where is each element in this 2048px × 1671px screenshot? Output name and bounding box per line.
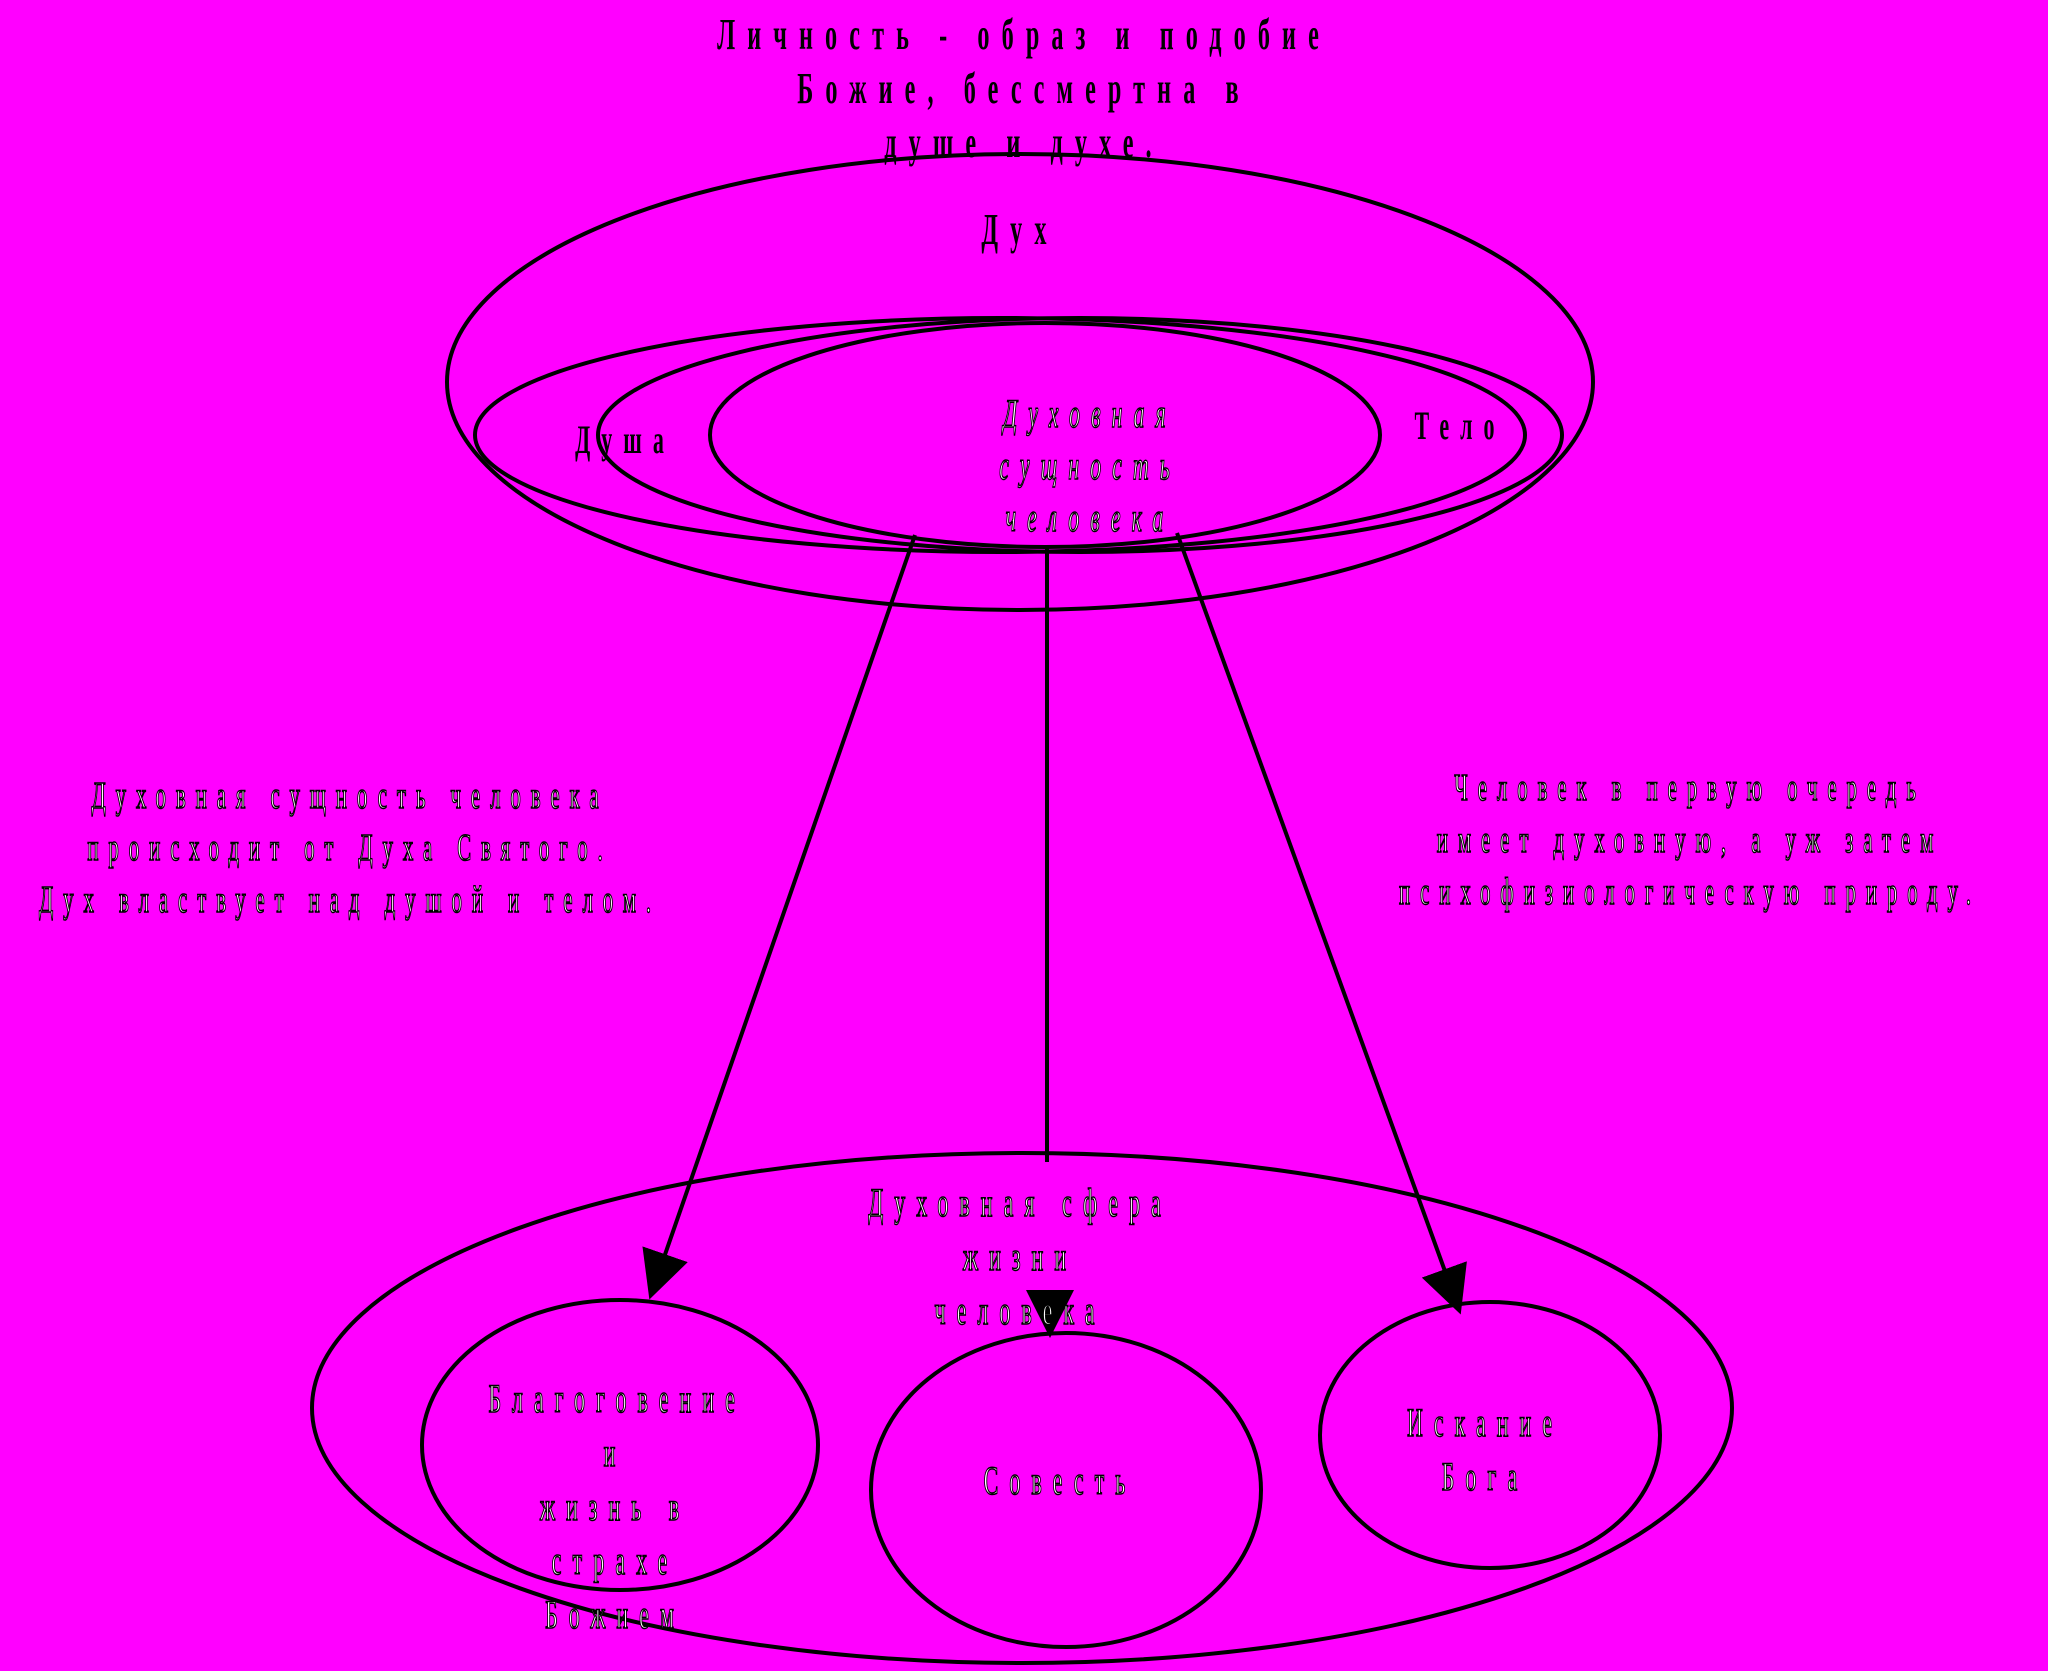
- conscience-ellipse: [869, 1331, 1263, 1649]
- seeking-god-ellipse: [1318, 1300, 1662, 1570]
- left-note: Духовная сущность человека происходит от…: [39, 774, 661, 922]
- arrow-to-seeking: [1175, 532, 1467, 1315]
- conscience-label: Совесть: [983, 1457, 1137, 1504]
- reverence-label: Благоговение и жизнь в страхе Божием: [488, 1375, 746, 1638]
- spiritual-sphere-label: Духовная сфера жизни человека: [868, 1179, 1172, 1334]
- spirit-ellipse: [445, 152, 1595, 612]
- right-note: Человек в первую очередь имеет духовную,…: [1399, 766, 1981, 914]
- spiritual-essence-label: Духовная сущность человека: [999, 390, 1181, 541]
- body-label: Тело: [1414, 403, 1506, 448]
- seeking-god-label: Искание Бога: [1406, 1399, 1564, 1500]
- soul-label: Душа: [575, 417, 675, 462]
- body-ellipse: [596, 316, 1564, 554]
- diagram-title: Личность - образ и подобие Божие, бессме…: [717, 10, 1331, 167]
- arrow-to-reverence: [642, 534, 917, 1300]
- spiritual-sphere-ellipse: [310, 1151, 1734, 1665]
- spirit-label: Дух: [981, 205, 1059, 254]
- reverence-ellipse: [420, 1298, 820, 1592]
